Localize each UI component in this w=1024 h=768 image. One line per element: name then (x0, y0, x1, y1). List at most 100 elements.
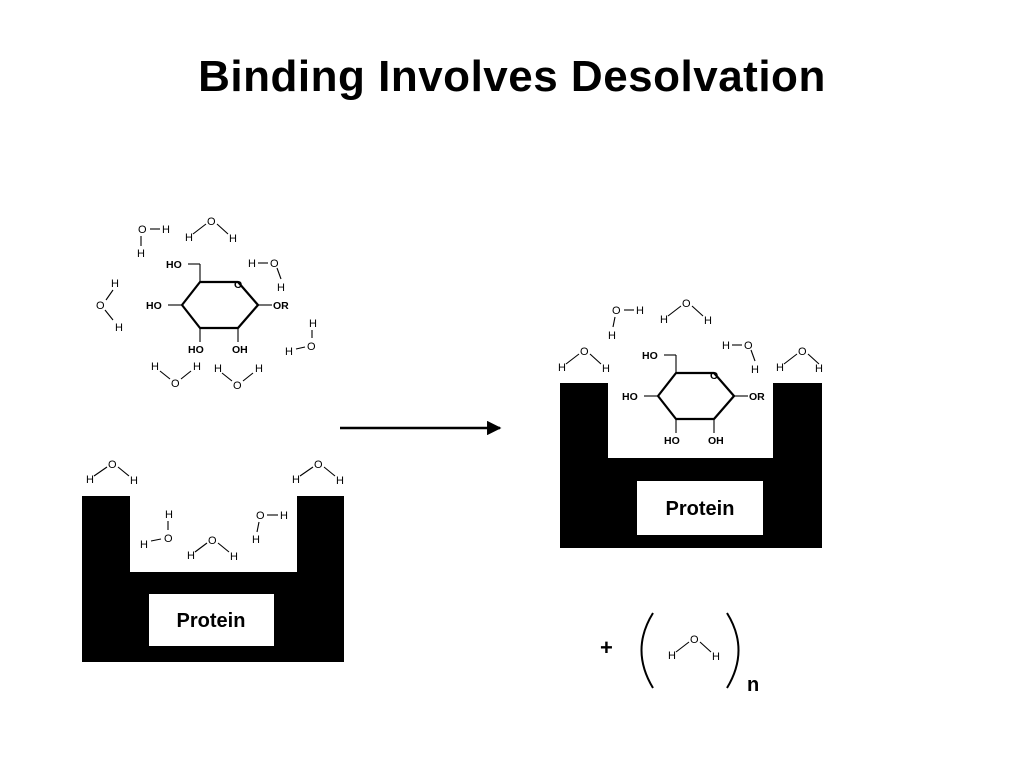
slide-title: Binding Involves Desolvation (198, 52, 826, 101)
water-molecule: H O H (214, 363, 263, 392)
svg-text:O: O (171, 378, 180, 390)
svg-text:H: H (602, 363, 610, 375)
water-molecule: H O H (660, 298, 712, 327)
svg-text:O: O (580, 346, 589, 358)
svg-text:O: O (314, 459, 323, 471)
oh-bottom-label: OH (232, 344, 248, 356)
ring-oxygen-label: O (234, 279, 242, 291)
svg-text:H: H (660, 314, 668, 326)
svg-text:H: H (187, 550, 195, 562)
svg-text:H: H (712, 651, 720, 663)
svg-text:H: H (751, 364, 759, 376)
plus-sign: + (600, 635, 613, 660)
svg-text:H: H (248, 258, 256, 270)
ring-oxygen-label: O (710, 370, 718, 382)
right-parenthesis (726, 612, 740, 689)
protein-label-box (149, 594, 274, 646)
water-molecule: H O H (86, 459, 138, 487)
svg-text:H: H (137, 248, 145, 260)
svg-text:H: H (285, 346, 293, 358)
protein-label: Protein (666, 498, 735, 520)
water-molecule: O H H (608, 305, 644, 342)
protein-label-box (637, 481, 763, 535)
svg-text:O: O (108, 459, 117, 471)
ho-bottom-label: HO (664, 435, 680, 447)
svg-text:H: H (130, 475, 138, 487)
svg-text:O: O (96, 300, 105, 312)
ho-top-label: HO (642, 350, 658, 362)
water-molecule: H O H (151, 361, 201, 390)
water-molecule: H O H (248, 258, 285, 294)
or-group-label: OR (749, 391, 765, 403)
oh-bottom-label: OH (708, 435, 724, 447)
svg-text:H: H (162, 224, 170, 236)
svg-text:H: H (292, 474, 300, 486)
svg-text:O: O (233, 380, 242, 392)
svg-text:O: O (207, 216, 216, 228)
sugar-molecule: HO O HO OR HO OH (146, 259, 289, 356)
svg-text:H: H (309, 318, 317, 330)
svg-text:H: H (277, 282, 285, 294)
svg-text:H: H (193, 361, 201, 373)
water-molecule: H O H (185, 216, 237, 245)
water-molecule: H O H (187, 535, 238, 563)
svg-text:H: H (668, 650, 676, 662)
svg-text:O: O (208, 535, 217, 547)
water-molecule: O H H (137, 224, 170, 260)
svg-text:H: H (608, 330, 616, 342)
released-water-term: + H O H n (600, 612, 759, 696)
water-molecule: H O H (292, 459, 344, 487)
svg-text:O: O (798, 346, 807, 358)
svg-text:H: H (776, 362, 784, 374)
water-molecule: H O H (96, 278, 123, 334)
svg-text:O: O (270, 258, 279, 270)
solvated-sugar-left: HO O HO OR HO OH O H H (96, 216, 317, 392)
water-molecule: H O H (722, 340, 759, 376)
svg-text:O: O (164, 533, 173, 545)
subscript-n: n (747, 674, 759, 696)
protein-label: Protein (177, 610, 246, 632)
ho-top-label: HO (166, 259, 182, 271)
svg-text:O: O (744, 340, 753, 352)
solvated-protein-left: Protein H O H H O H H O (82, 459, 344, 662)
svg-text:H: H (165, 509, 173, 521)
water-molecule: H O H (776, 346, 823, 375)
svg-text:H: H (636, 305, 644, 317)
water-molecule: H O H (558, 346, 610, 375)
svg-text:H: H (336, 475, 344, 487)
water-molecule: O H H (252, 510, 288, 546)
svg-text:H: H (214, 363, 222, 375)
water-molecule: H O H (668, 634, 720, 663)
svg-text:H: H (151, 361, 159, 373)
svg-text:H: H (115, 322, 123, 334)
svg-text:H: H (722, 340, 730, 352)
svg-text:H: H (815, 363, 823, 375)
svg-text:O: O (612, 305, 621, 317)
svg-text:H: H (704, 315, 712, 327)
ho-left-label: HO (622, 391, 638, 403)
water-molecule: H O H (140, 509, 173, 551)
svg-text:H: H (229, 233, 237, 245)
svg-text:O: O (256, 510, 265, 522)
svg-text:O: O (307, 341, 316, 353)
svg-text:H: H (185, 232, 193, 244)
svg-text:H: H (280, 510, 288, 522)
svg-text:O: O (138, 224, 147, 236)
svg-text:H: H (252, 534, 260, 546)
svg-text:H: H (255, 363, 263, 375)
or-group-label: OR (273, 300, 289, 312)
protein-sugar-complex: Protein HO O HO OR HO OH O (558, 298, 823, 548)
left-parenthesis (640, 612, 654, 689)
svg-text:O: O (690, 634, 699, 646)
svg-text:H: H (86, 474, 94, 486)
svg-text:H: H (558, 362, 566, 374)
svg-text:H: H (111, 278, 119, 290)
ho-left-label: HO (146, 300, 162, 312)
sugar-molecule: HO O HO OR HO OH (622, 350, 765, 447)
protein-pocket-shape (82, 496, 344, 662)
svg-text:O: O (682, 298, 691, 310)
ho-bottom-label: HO (188, 344, 204, 356)
svg-text:H: H (230, 551, 238, 563)
